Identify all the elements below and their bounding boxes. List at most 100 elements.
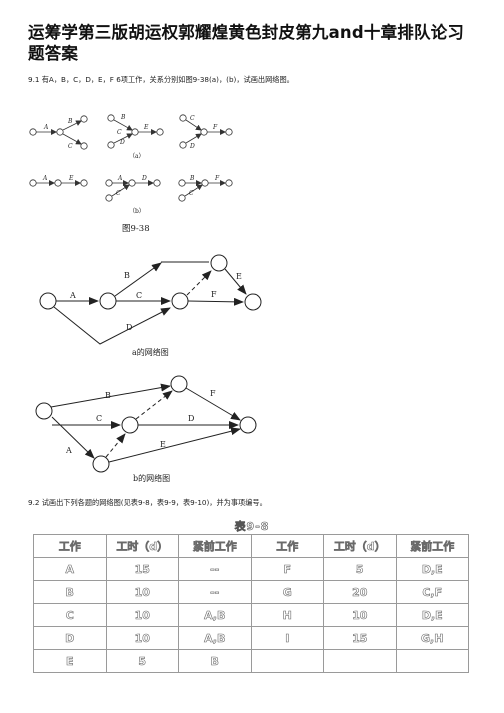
network-b-node-1 <box>35 402 53 420</box>
network-a-node-2 <box>99 292 117 310</box>
table-cell: 5 <box>105 649 179 673</box>
network-b-label-e: E <box>160 440 166 449</box>
table-row: E 5 B <box>33 649 469 673</box>
network-a-node-1 <box>39 292 57 310</box>
network-a-label-f: F <box>211 290 217 299</box>
document-title: 运筹学第三版胡运权郭耀煌黄色封皮第九and十章排队论习题答案 <box>28 23 465 63</box>
fig938-g1-label-a: A <box>43 124 49 131</box>
fig938-g2-label-c: C <box>117 129 122 136</box>
table-cell: G <box>250 580 324 604</box>
fig938-g6-label-f: F <box>214 175 220 182</box>
network-b-node-3 <box>121 416 139 434</box>
table-cell: B <box>178 649 252 673</box>
fig938-sub-b: （b） <box>129 208 145 215</box>
network-b-node-4 <box>170 375 188 393</box>
table-cell <box>250 649 324 673</box>
fig938-g4-label-a: A <box>42 175 48 182</box>
network-b-label-a: A <box>65 446 72 455</box>
table-cell: A,B <box>178 626 252 650</box>
table-9-8-caption: 表9-8 <box>234 520 270 534</box>
table-9-8: 工作 工时（d） 紧前工作 工作 工时（d） 紧前工作 A 15 -- F 5 … <box>33 534 469 673</box>
fig938-graph-2 <box>107 114 164 149</box>
question-9-2-text: 9.2 试画出下列各题的网络图(见表9-8，表9-9，表9-10)，并为事项编号… <box>28 498 267 507</box>
table-cell: C <box>33 603 107 627</box>
question-9-1-text: 9.1 有A，B，C，D，E，F 6项工作，关系分别如图9-38(a)，(b)，… <box>28 75 294 84</box>
network-a-caption: a的网络图 <box>132 347 169 357</box>
header-cell: 工时（d） <box>323 534 397 558</box>
fig938-g1-label-b: B <box>67 118 73 125</box>
table-cell: D,E <box>395 557 469 581</box>
network-b <box>35 375 257 473</box>
fig938-g2-label-e: E <box>143 124 149 131</box>
network-a-node-5 <box>244 293 262 311</box>
fig938-caption: 图9-38 <box>122 224 150 234</box>
header-cell: 工作 <box>33 534 107 558</box>
fig938-g4-label-e: E <box>68 175 74 182</box>
header-cell: 紧前工作 <box>395 534 469 558</box>
table-cell <box>395 649 469 673</box>
fig938-g3-label-d: D <box>189 143 195 150</box>
network-b-node-5 <box>239 416 257 434</box>
table-cell: 20 <box>323 580 397 604</box>
network-a-label-d: D <box>126 323 132 332</box>
table-cell: C,F <box>395 580 469 604</box>
table-cell: 10 <box>105 580 179 604</box>
network-a-node-4 <box>210 254 228 272</box>
table-header-row: 工作 工时（d） 紧前工作 工作 工时（d） 紧前工作 <box>33 534 469 558</box>
network-b-label-b: B <box>105 391 111 400</box>
table-cell: A <box>33 557 107 581</box>
table-cell: B <box>33 580 107 604</box>
network-b-caption: b的网络图 <box>133 473 170 483</box>
table-row: C 10 A,B H 10 D,E <box>33 603 469 627</box>
figure-9-38 <box>29 114 233 202</box>
table-cell: 15 <box>105 557 179 581</box>
fig938-g2-label-b: B <box>120 114 126 121</box>
network-a-label-a: A <box>69 291 76 300</box>
table-cell: F <box>250 557 324 581</box>
table-cell: 5 <box>323 557 397 581</box>
fig938-g5-label-c: C <box>116 190 121 197</box>
fig938-g3-label-f: F <box>212 124 218 131</box>
network-a-label-c: C <box>136 291 142 300</box>
table-cell: -- <box>178 557 252 581</box>
table-row: A 15 -- F 5 D,E <box>33 557 469 581</box>
fig938-g2-label-d: D <box>119 139 125 146</box>
table-cell: I <box>250 626 324 650</box>
network-b-node-2 <box>92 455 110 473</box>
network-b-label-d: D <box>188 414 194 423</box>
network-b-label-f: F <box>210 389 216 398</box>
table-cell: 10 <box>323 603 397 627</box>
header-cell: 工作 <box>250 534 324 558</box>
table-cell: H <box>250 603 324 627</box>
fig938-g5-label-d: D <box>141 175 147 182</box>
fig938-sub-a: （a） <box>129 153 145 160</box>
table-row: D 10 A,B I 15 G,H <box>33 626 469 650</box>
fig938-graph-3 <box>179 114 233 149</box>
header-cell: 工时（d） <box>105 534 179 558</box>
table-cell <box>323 649 397 673</box>
table-cell: A,B <box>178 603 252 627</box>
fig938-graph-5 <box>105 179 161 202</box>
fig938-g3-label-c: C <box>190 115 195 122</box>
network-a <box>39 254 262 345</box>
network-b-label-c: C <box>96 414 102 423</box>
table-cell: D <box>33 626 107 650</box>
fig938-graph-1 <box>29 115 88 150</box>
table-cell: G,H <box>395 626 469 650</box>
table-cell: -- <box>178 580 252 604</box>
fig938-graph-6 <box>178 179 233 202</box>
network-a-label-b: B <box>124 271 130 280</box>
fig938-g6-label-c: C <box>189 190 194 197</box>
table-cell: 10 <box>105 603 179 627</box>
table-cell: 10 <box>105 626 179 650</box>
table-row: B 10 -- G 20 C,F <box>33 580 469 604</box>
header-cell: 紧前工作 <box>178 534 252 558</box>
fig938-g6-label-b: B <box>189 175 195 182</box>
table-cell: D,E <box>395 603 469 627</box>
fig938-g1-label-c: C <box>68 143 73 150</box>
fig938-graph-4 <box>29 179 88 187</box>
table-cell: 15 <box>323 626 397 650</box>
network-a-label-e: E <box>236 272 242 281</box>
table-cell: E <box>33 649 107 673</box>
